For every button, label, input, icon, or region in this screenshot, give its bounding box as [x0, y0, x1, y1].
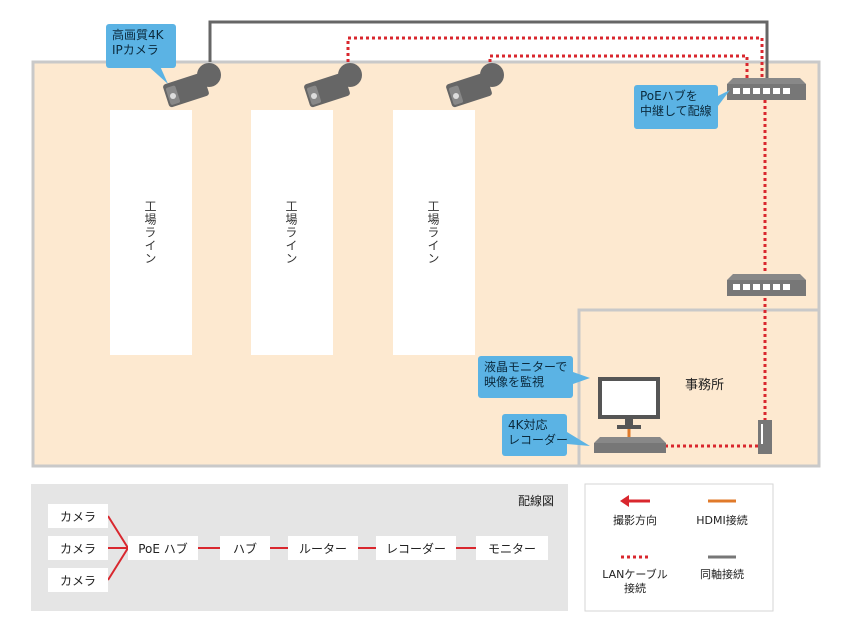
lan-cable-camera-2	[346, 36, 764, 78]
camera-box: カメラ	[48, 568, 108, 592]
hub-icon	[727, 274, 806, 296]
legend-lan-label: LANケーブル 接続	[595, 568, 675, 596]
legend-direction-label: 撮影方向	[613, 514, 657, 527]
hub-box: ハブ	[220, 536, 270, 560]
monitor-icon	[598, 377, 660, 429]
router-icon	[758, 420, 772, 454]
legend-lan-line1: LANケーブル	[602, 568, 668, 581]
camera-callout-line1: 高画質4K	[112, 28, 164, 42]
arrow-left-icon	[620, 495, 650, 507]
camera-callout: 高画質4K IPカメラ	[106, 24, 176, 68]
camera-box: カメラ	[48, 504, 108, 528]
factory-line-label: 工場ライン	[284, 200, 298, 265]
monitor-callout: 液晶モニターで 映像を監視	[478, 356, 573, 398]
coax-cable	[208, 20, 769, 78]
camera-icon	[304, 63, 362, 108]
camera-icon	[163, 63, 221, 108]
poe-callout-line2: 中継して配線	[640, 104, 712, 118]
poe-callout: PoEハブを 中継して配線	[634, 85, 718, 129]
poe-hub-box: PoE ハブ	[128, 536, 198, 560]
legend-panel	[584, 483, 774, 612]
camera-box: カメラ	[48, 536, 108, 560]
legend-lan-line2: 接続	[624, 582, 646, 595]
factory-line-3	[393, 110, 475, 355]
poe-callout-pointer	[718, 90, 730, 106]
router-box: ルーター	[288, 536, 358, 560]
factory-line-label: 工場ライン	[426, 200, 440, 265]
wiring-title: 配線図	[518, 494, 555, 508]
recorder-callout-pointer	[567, 432, 590, 446]
legend-coax-label: 同軸接続	[700, 568, 744, 581]
camera-callout-pointer	[148, 66, 168, 84]
poe-callout-line1: PoEハブを	[640, 89, 698, 103]
camera-callout-line2: IPカメラ	[112, 43, 159, 57]
recorder-callout: 4K対応 レコーダー	[502, 414, 569, 456]
monitor-box: モニター	[476, 536, 548, 560]
office-label: 事務所	[685, 378, 725, 393]
factory-line-1	[110, 110, 192, 355]
wiring-lines	[107, 515, 476, 581]
factory-line-2	[251, 110, 333, 355]
poe-hub-icon	[727, 78, 806, 100]
lan-cable-camera-3	[488, 54, 749, 78]
recorder-icon	[594, 437, 666, 453]
monitor-callout-line1: 液晶モニターで	[484, 360, 568, 374]
recorder-callout-line1: 4K対応	[508, 418, 548, 432]
monitor-callout-pointer	[573, 372, 590, 384]
recorder-box: レコーダー	[376, 536, 456, 560]
camera-icon	[446, 63, 504, 108]
recorder-callout-line2: レコーダー	[508, 433, 569, 447]
monitor-callout-line2: 映像を監視	[484, 375, 545, 389]
factory-line-label: 工場ライン	[143, 200, 157, 265]
legend-hdmi-label: HDMI接続	[696, 514, 748, 527]
